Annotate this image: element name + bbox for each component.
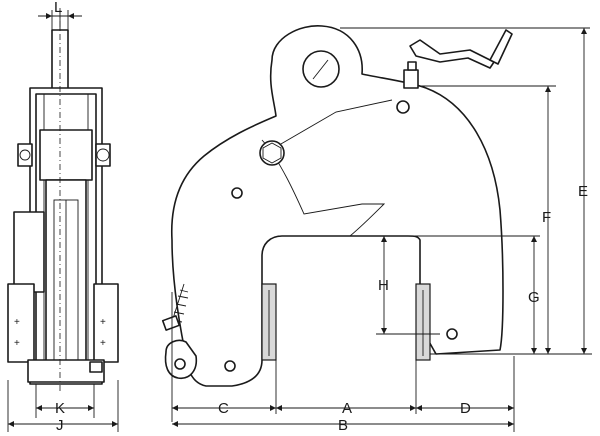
dimension-A: A xyxy=(276,400,416,417)
svg-text:+: + xyxy=(100,338,106,349)
dimension-E: E xyxy=(578,28,588,354)
dimension-F: F xyxy=(542,86,551,354)
dimension-H: H xyxy=(378,236,389,334)
svg-text:+: + xyxy=(100,317,106,328)
label-J: J xyxy=(56,417,64,434)
dimension-L: L xyxy=(38,0,82,32)
dimension-G: G xyxy=(528,236,540,354)
label-A: A xyxy=(342,400,352,417)
dimension-extensions xyxy=(171,27,592,432)
svg-text:+: + xyxy=(14,338,20,349)
label-G: G xyxy=(528,289,540,306)
dimension-C: C xyxy=(172,400,276,417)
dimension-J: J xyxy=(7,380,119,434)
label-E: E xyxy=(578,183,588,200)
label-K: K xyxy=(55,400,65,417)
label-D: D xyxy=(460,400,471,417)
label-B: B xyxy=(338,417,348,434)
label-F: F xyxy=(542,209,551,226)
svg-text:+: + xyxy=(14,317,20,328)
side-view: + + + + xyxy=(7,8,119,392)
label-H: H xyxy=(378,277,389,294)
label-C: C xyxy=(218,400,229,417)
front-view xyxy=(161,25,513,387)
dimension-K: K xyxy=(35,384,95,418)
label-L: L xyxy=(54,0,62,16)
dimension-B: B xyxy=(172,417,514,434)
dimension-D: D xyxy=(416,400,514,417)
